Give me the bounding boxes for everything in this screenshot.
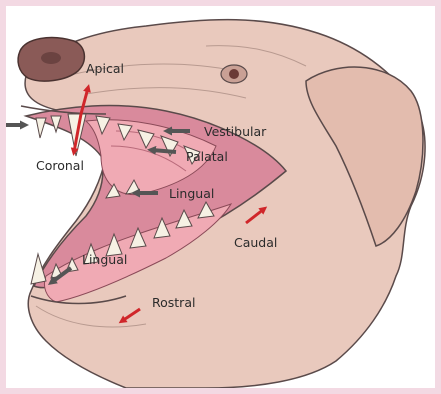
eye-icon [221, 65, 247, 83]
label-lingual-lower: Lingual [82, 252, 127, 267]
diagram-frame: Apical Coronal Vestibular Palatal Lingua… [6, 6, 435, 388]
label-rostral: Rostral [152, 295, 195, 310]
dog-dental-directions-diagram: Apical Coronal Vestibular Palatal Lingua… [6, 6, 435, 388]
palatal-arrow [152, 150, 176, 152]
label-apical: Apical [86, 61, 124, 76]
label-palatal: Palatal [186, 149, 228, 164]
label-lingual-upper: Lingual [169, 186, 214, 201]
label-vestibular: Vestibular [204, 124, 267, 139]
label-coronal: Coronal [36, 158, 84, 173]
label-caudal: Caudal [234, 235, 277, 250]
